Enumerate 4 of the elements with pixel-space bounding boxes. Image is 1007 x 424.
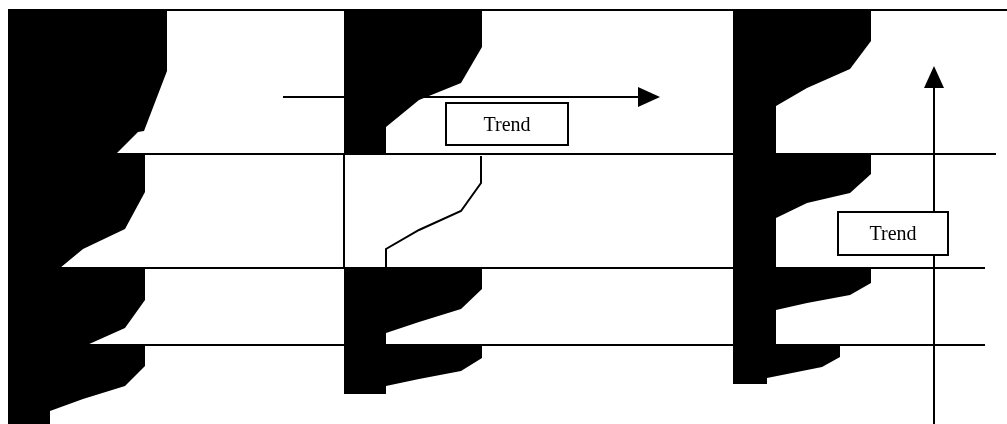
label-box — [837, 211, 949, 256]
label-box — [445, 102, 569, 146]
label-text: Trend — [483, 112, 531, 136]
label-text: Trend — [869, 222, 917, 245]
